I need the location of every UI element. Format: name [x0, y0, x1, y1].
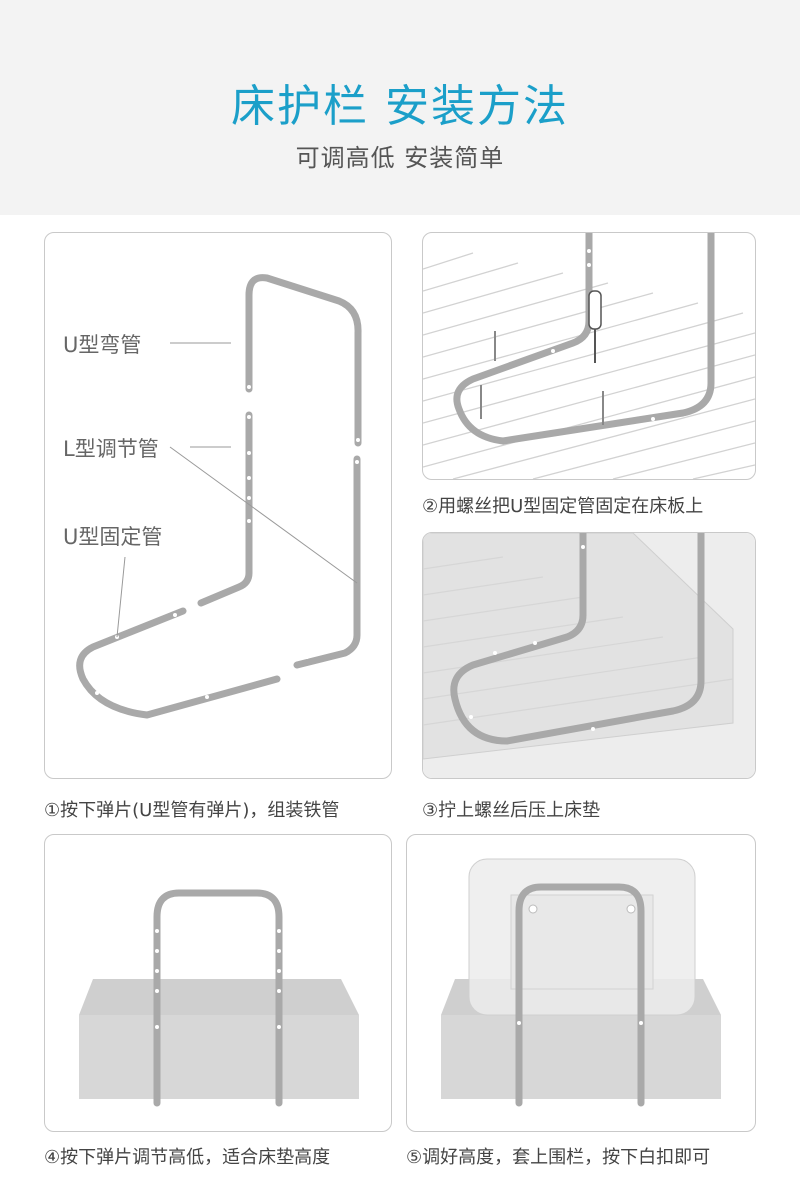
step5-panel: [406, 834, 756, 1132]
step3-panel: [422, 532, 756, 779]
step1-caption: ①按下弹片(U型管有弹片)，组装铁管: [44, 800, 340, 821]
step3-caption: ③拧上螺丝后压上床垫: [422, 800, 601, 821]
height-adjust-diagram: [79, 889, 359, 1107]
step1-panel: U型弯管 L型调节管 U型固定管: [44, 232, 392, 779]
page-title: 床护栏 安装方法: [231, 81, 569, 132]
mattress-press-diagram: [423, 533, 755, 778]
step4-panel: [44, 834, 392, 1132]
bed-board-diagram: [423, 233, 755, 479]
part-label-u-bent: U型弯管: [63, 333, 142, 357]
header-banner: 床护栏 安装方法 可调高低 安装简单: [0, 0, 800, 215]
parts-diagram: [76, 274, 362, 719]
step4-caption: ④按下弹片调节高低，适合床垫高度: [44, 1147, 331, 1168]
part-label-u-fixed: U型固定管: [63, 525, 163, 549]
page-subtitle: 可调高低 安装简单: [295, 144, 505, 172]
part-label-l-adjust: L型调节管: [63, 437, 159, 461]
step2-panel: [422, 232, 756, 480]
step5-caption: ⑤调好高度，套上围栏，按下白扣即可: [406, 1147, 711, 1168]
step2-caption: ②用螺丝把U型固定管固定在床板上: [422, 496, 704, 517]
screwdriver-icon: [588, 290, 602, 363]
fence-cover-diagram: [441, 858, 721, 1107]
